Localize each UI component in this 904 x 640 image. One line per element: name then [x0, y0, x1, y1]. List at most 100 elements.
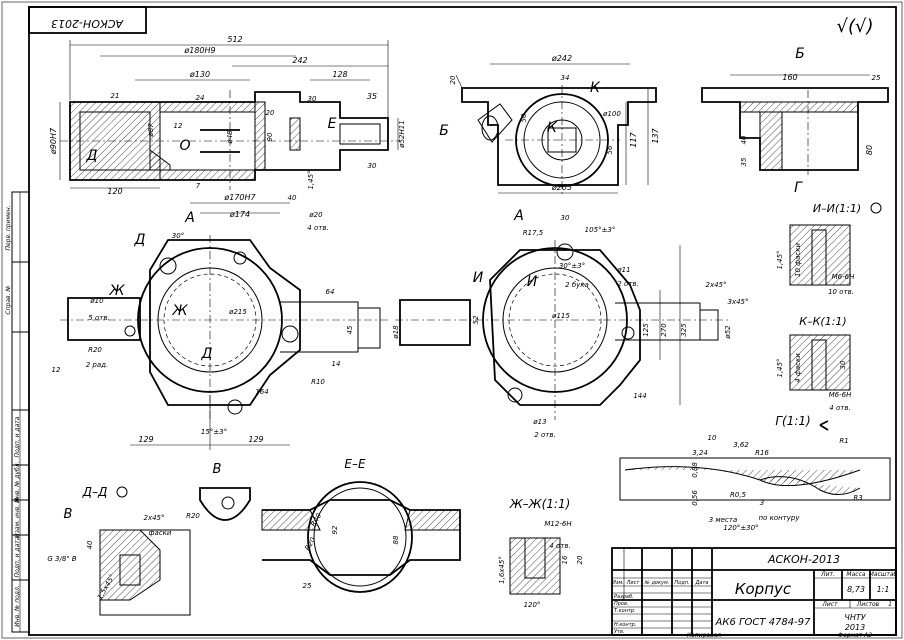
g-3mest: 3 места — [709, 516, 737, 524]
label-v-arrow: В — [64, 507, 73, 522]
label-b-arrow: Б — [439, 123, 449, 139]
section-zhzh: Ж–Ж(1:1) M12-6H 4 отв. 16 20 1,6х45° 120… — [498, 497, 584, 609]
label-k: К — [590, 80, 601, 96]
side-column: Перв. примен. Справ. № Подп. и дата Инв.… — [5, 191, 30, 633]
zh-m12: M12-6H — [544, 520, 572, 528]
g-r05: R0,5 — [730, 491, 747, 499]
label-d2: Д — [134, 232, 146, 248]
ii-10otv: 10 отв. — [828, 288, 854, 296]
dim-80: 80 — [865, 145, 874, 155]
view-g: Г(1:1) 10 3,24 3,62 R1 R16 R0,5 0,56 0,8… — [619, 414, 891, 532]
row-data: Дата — [695, 580, 709, 586]
dim-164: 164 — [255, 388, 268, 396]
kk-chamfer: 1,45° — [776, 358, 784, 377]
dim-2otv-b: 2 отв. — [534, 431, 555, 439]
side-label-1: Перв. примен. — [5, 205, 12, 250]
ii-m6: M6-6H — [832, 273, 855, 281]
dim-7: 7 — [196, 182, 201, 190]
roughness-mark: √(√) — [837, 16, 874, 37]
title-block: АСКОН-2013 Корпус АК6 ГОСТ 4784-97 Лит. … — [611, 547, 898, 639]
v-r20: R20 — [186, 512, 200, 520]
dim-20b: ø20 — [308, 211, 323, 219]
ii-fask: 10 фаски — [794, 243, 802, 277]
title-scale-label: Масштаб — [869, 571, 898, 578]
dim-174: ø174 — [229, 210, 250, 219]
title-material: АК6 ГОСТ 4784-97 — [715, 617, 812, 628]
zh-120: 120° — [524, 601, 541, 609]
top-view-b: ø242 34 ø100 50 56 117 137 ø205 20 К К Б — [439, 54, 660, 195]
dim-52h11: ø52H11 — [398, 120, 406, 148]
dim-2byka: 2 бука — [565, 281, 589, 289]
g-contour: по контуру — [759, 514, 801, 522]
dim-129: 129 — [138, 435, 153, 444]
dim-14: 14 — [332, 360, 341, 368]
section-ii-label: И–И(1:1) — [813, 202, 861, 215]
section-dd: Д–Д В G 3/8" В 40 2х45° фаски 1,5х45° — [47, 485, 191, 616]
section-kk: К–К(1:1) 1,45° 4 фаски 30 M6-6H 4 отв. — [776, 315, 852, 412]
dd-g38: G 3/8" В — [47, 555, 76, 563]
dim-30d: 30 — [561, 214, 570, 222]
top-stamp: АСКОН-2013 — [28, 6, 147, 34]
section-kk-label: К–К(1:1) — [799, 315, 846, 328]
dim-90h7: ø90H7 — [49, 127, 58, 155]
dim-24: 24 — [196, 94, 205, 102]
dim-12: 12 — [174, 122, 183, 130]
ee-92: 92 — [331, 525, 339, 534]
dim-87: ø87 — [147, 123, 155, 138]
title-year: 2013 — [845, 623, 865, 632]
label-zh2: Ж — [171, 303, 188, 319]
label-i: И — [473, 270, 484, 286]
title-part-name: Корпус — [735, 580, 792, 598]
dim-3x45: 3х45° — [727, 298, 748, 306]
dim-205: ø205 — [551, 183, 572, 192]
row-tkontr: Т.контр. — [614, 608, 636, 614]
dd-2x45: 2х45° — [143, 514, 164, 522]
label-i2: И — [527, 274, 538, 290]
dim-11: ø11 — [616, 266, 630, 274]
dim-5otv: 5 отв. — [88, 314, 109, 322]
dim-52c: ø52 — [724, 325, 732, 340]
dim-20: 20 — [266, 109, 275, 117]
title-copied: Копировал — [687, 632, 721, 639]
dim-48: ø48 — [226, 130, 234, 145]
dd-fask: фаски — [149, 529, 172, 537]
label-e: Е — [328, 116, 337, 132]
row-nkontr: Н.контр. — [614, 622, 636, 628]
g-r1: R1 — [839, 437, 848, 445]
plan-view-a2: А И И R17,5 30 105°±3° 30°±3° 2 бука ø11… — [395, 208, 749, 439]
dim-512: 512 — [227, 35, 242, 44]
section-zhzh-label: Ж–Ж(1:1) — [509, 497, 571, 511]
dim-30deg-b: 30°±3° — [559, 262, 585, 270]
dim-215: ø215 — [228, 308, 247, 316]
label-a: А — [184, 210, 195, 226]
dim-12b: 12 — [52, 366, 61, 374]
ii-chamfer: 1,45° — [776, 250, 784, 269]
dim-325: 325 — [680, 323, 688, 337]
title-sheets: 1 — [888, 601, 892, 608]
dim-20c: 20 — [449, 75, 457, 84]
kk-m6: M6-6H — [829, 391, 852, 399]
dim-52b: 52 — [472, 315, 480, 324]
view-v-label: В — [213, 462, 222, 477]
dim-242: 242 — [292, 56, 307, 65]
label-zh: Ж — [108, 283, 125, 299]
side-label-4: Инв. № дубл. — [14, 461, 21, 502]
dim-144: 144 — [633, 392, 646, 400]
zh-fask: 1,6х45° — [498, 556, 506, 584]
dim-100: ø100 — [602, 110, 621, 118]
zh-16: 16 — [561, 555, 569, 564]
label-k2: К — [547, 120, 558, 136]
side-label-2: Справ. № — [5, 285, 12, 314]
dim-35: 35 — [367, 92, 377, 101]
dim-25: 25 — [872, 74, 881, 82]
dim-180h9: ø180H9 — [183, 46, 215, 55]
dim-40b: 40 — [740, 135, 748, 144]
g-056: 0,56 — [691, 490, 699, 506]
section-dd-label: Д–Д — [82, 485, 108, 499]
dim-2x45: 2х45° — [705, 281, 726, 289]
dim-34: 34 — [561, 74, 570, 82]
dim-13: ø13 — [532, 418, 546, 426]
kk-fask: 4 фаски — [794, 353, 802, 383]
dim-2otv: 2 отв. — [617, 280, 638, 288]
